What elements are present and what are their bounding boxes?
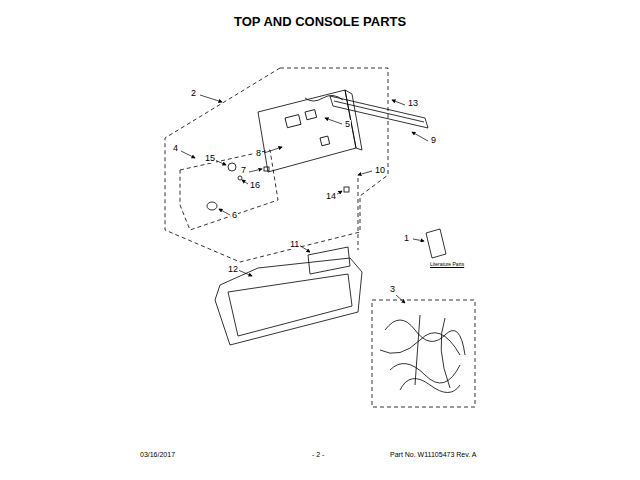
callout-number: 3 bbox=[389, 285, 396, 294]
footer-text: - 2 - bbox=[312, 451, 324, 458]
literature-label: Literature Parts bbox=[430, 262, 464, 267]
callout-number: 15 bbox=[204, 154, 216, 163]
footer-text: Part No. W11105473 Rev. A bbox=[390, 451, 476, 458]
callout-number: 10 bbox=[374, 166, 386, 175]
callout-number: 14 bbox=[325, 192, 337, 201]
callout-number: 13 bbox=[407, 99, 419, 108]
callout-number: 8 bbox=[255, 149, 262, 158]
callout-number: 4 bbox=[172, 144, 179, 153]
callout-number: 2 bbox=[190, 89, 197, 98]
callout-number: 7 bbox=[240, 166, 247, 175]
callout-number: 12 bbox=[227, 265, 239, 274]
page-title: TOP AND CONSOLE PARTS bbox=[234, 15, 406, 28]
callout-number: 16 bbox=[249, 181, 261, 190]
callout-number: 11 bbox=[289, 240, 300, 249]
callout-number: 1 bbox=[403, 234, 410, 243]
callout-number: 5 bbox=[344, 120, 351, 129]
footer-text: 03/16/2017 bbox=[140, 451, 175, 458]
callout-number: 6 bbox=[231, 211, 238, 220]
callout-number: 9 bbox=[430, 136, 437, 145]
